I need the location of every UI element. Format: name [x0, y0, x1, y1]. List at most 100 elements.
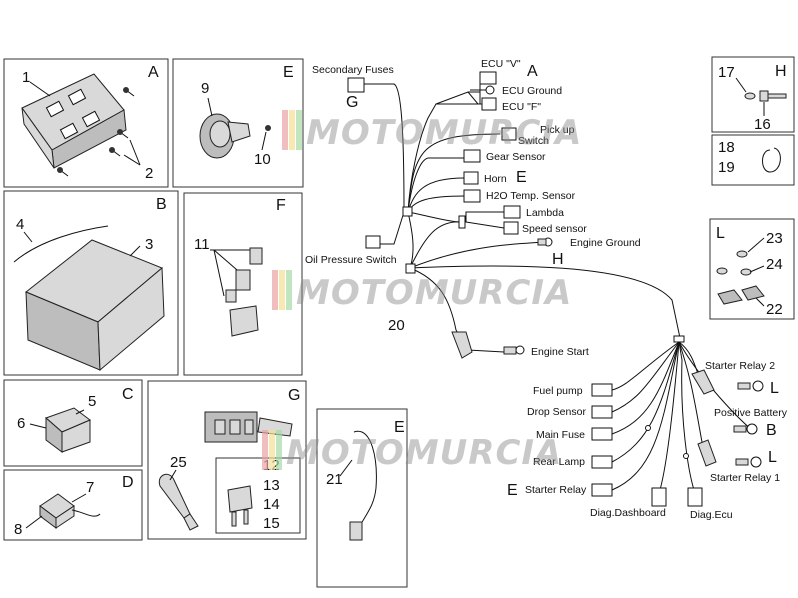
watermark-text-mid: MOTOMURCIA	[296, 273, 572, 313]
drop-sensor-connector	[591, 405, 613, 419]
watermark-mid: MOTOMURCIA	[272, 270, 572, 313]
item-23-label: 23	[766, 230, 783, 247]
starter-relay-1-boot	[697, 439, 717, 467]
panel-f-letter: F	[276, 197, 286, 214]
engine-start-boot	[451, 331, 473, 359]
lambda-connector	[503, 205, 521, 219]
diag-ecu-connector	[687, 487, 703, 507]
label-engine-start: Engine Start	[531, 346, 589, 358]
label-main-fuse: Main Fuse	[536, 429, 585, 441]
gear-sensor-connector	[463, 149, 481, 163]
horn	[199, 113, 251, 159]
item-6-label: 6	[17, 415, 25, 432]
item-9-label: 9	[201, 80, 209, 97]
label-starter-relay-1: Starter Relay 1	[710, 472, 780, 484]
ecu-f-connector	[481, 97, 497, 111]
panel-misc: 18 19	[711, 134, 795, 186]
wire-connector	[349, 521, 363, 541]
item-13-label: 13	[263, 477, 280, 494]
fuse-box	[204, 411, 293, 443]
harness-junction-4	[673, 335, 685, 343]
speed-sensor-connector	[503, 221, 519, 235]
label-positive-battery: Positive Battery	[714, 407, 788, 419]
watermark-text-top: MOTOMURCIA	[306, 113, 582, 153]
panel-g: G 12 13 14 15 25	[147, 380, 307, 540]
label-starter-relay: Starter Relay	[525, 484, 587, 496]
watermark-top: MOTOMURCIA	[282, 110, 582, 153]
starter-relay-connector	[591, 483, 613, 497]
panel-l: L 23 24 22	[709, 218, 795, 320]
panel-b: B 3 4	[3, 190, 179, 376]
relay	[45, 407, 91, 453]
label-diag-dashboard: Diag.Dashboard	[590, 507, 666, 519]
item-10-label: 10	[254, 151, 271, 168]
washer	[744, 92, 756, 100]
label-secondary-fuses: Secondary Fuses	[312, 64, 394, 76]
secondary-fuses-connector	[347, 77, 365, 93]
panel-d-letter: D	[122, 474, 134, 491]
item-21-label: 21	[326, 471, 343, 488]
label-diag-ecu: Diag.Ecu	[690, 509, 733, 521]
item-24-label: 24	[766, 256, 783, 273]
item-3-label: 3	[145, 236, 153, 253]
label-l-letter-2: L	[768, 449, 777, 466]
item-4-label: 4	[16, 216, 24, 233]
main-harness: Secondary Fuses G ECU "V" A ECU Ground E…	[305, 58, 788, 521]
label-ecu-ground: ECU Ground	[502, 85, 562, 97]
oil-pressure-connector	[365, 235, 381, 249]
label-switch: Switch	[518, 135, 549, 147]
label-item-20: 20	[388, 317, 405, 334]
label-gear-sensor: Gear Sensor	[486, 151, 546, 163]
positive-battery-terminal	[746, 423, 758, 435]
label-ecu-f: ECU "F"	[502, 101, 541, 113]
harness-junction-1	[402, 206, 413, 217]
panel-e-letter: E	[283, 64, 294, 81]
panel-a: A 1 2	[3, 58, 169, 188]
item-16-label: 16	[754, 116, 771, 133]
diag-dashboard-connector	[651, 487, 667, 507]
label-ecu-v: ECU "V"	[481, 58, 521, 70]
main-fuse-connector	[591, 427, 613, 441]
horn-bolt	[265, 125, 271, 131]
battery	[25, 239, 165, 372]
blade-fuse	[227, 485, 253, 527]
label-b-letter: B	[766, 422, 777, 439]
label-speed-sensor: Speed sensor	[522, 223, 587, 235]
panel-c-letter: C	[122, 386, 134, 403]
panel-e2-letter: E	[394, 419, 405, 436]
panel-a-letter: A	[148, 64, 159, 81]
item-8-label: 8	[14, 521, 22, 538]
ecu-v-connector	[479, 71, 497, 85]
item-1-label: 1	[22, 69, 30, 86]
harness-junction-3	[458, 215, 466, 229]
fuse-puller	[158, 473, 199, 531]
harness-junction-2	[405, 263, 416, 274]
panel-h-letter: H	[775, 63, 787, 80]
item-15-label: 15	[263, 515, 280, 532]
panel-b-letter: B	[156, 196, 167, 213]
label-rear-lamp: Rear Lamp	[533, 456, 585, 468]
panel-g-letter: G	[288, 387, 300, 404]
label-g-letter: G	[346, 94, 358, 111]
starter-relay-2-terminal	[752, 380, 764, 392]
item-17-label: 17	[718, 64, 735, 81]
label-a-letter: A	[527, 63, 538, 80]
ecu-unit	[21, 73, 127, 169]
starter-relay-1-terminal	[750, 456, 762, 468]
label-lambda: Lambda	[526, 207, 564, 219]
panel-c: C 5 6	[3, 379, 143, 467]
item-7-label: 7	[86, 479, 94, 496]
label-horn: Horn	[484, 173, 507, 185]
watermark-text-bottom: MOTOMURCIA	[286, 433, 562, 473]
item-11-label: 11	[194, 236, 210, 253]
panel-l-letter: L	[716, 225, 725, 242]
panel-h: H 17 16	[711, 56, 795, 133]
bolt	[759, 90, 787, 102]
cable-tie	[762, 147, 781, 173]
panel-e: E 9 10	[172, 58, 304, 188]
label-drop-sensor: Drop Sensor	[527, 406, 586, 418]
fuel-pump-connector	[591, 383, 613, 397]
item-19-label: 19	[718, 159, 735, 176]
label-l-letter-1: L	[770, 380, 779, 397]
